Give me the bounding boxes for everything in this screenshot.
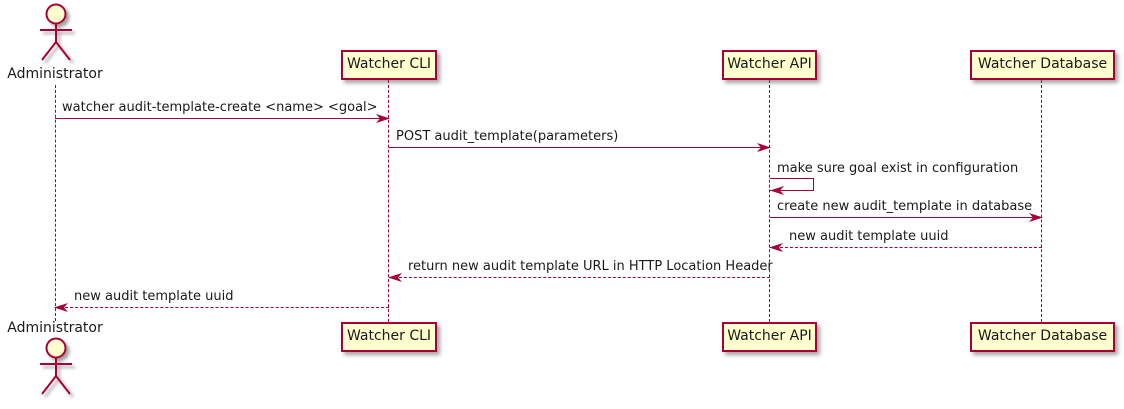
message-label: watcher audit-template-create <name> <go… — [62, 100, 378, 115]
message-label: create new audit_template in database — [777, 199, 1033, 214]
message-check-goal-self: make sure goal exist in configuration — [770, 161, 1018, 195]
message-label: make sure goal exist in configuration — [777, 161, 1019, 176]
participant-watcher-cli-bottom: Watcher CLI — [341, 322, 437, 352]
message-line — [389, 277, 770, 278]
participant-watcher-database-top: Watcher Database — [970, 50, 1115, 80]
participant-watcher-api-bottom: Watcher API — [722, 322, 817, 352]
message-line — [55, 307, 389, 308]
message-label: new audit template uuid — [789, 229, 949, 244]
message-line — [770, 217, 1042, 218]
arrowhead-right-icon — [376, 114, 390, 123]
participant-watcher-cli-top: Watcher CLI — [341, 50, 437, 80]
message-line — [389, 147, 770, 148]
arrowhead-right-icon — [1029, 213, 1043, 222]
lifeline-watcher-api — [769, 80, 770, 322]
actor-icon — [40, 337, 72, 395]
actor-label-bottom: Administrator — [7, 320, 103, 336]
arrowhead-left-icon — [770, 186, 784, 195]
arrowhead-right-icon — [757, 143, 771, 152]
actor-administrator-top — [34, 3, 78, 65]
actor-label-top: Administrator — [7, 66, 103, 82]
arrowhead-left-icon — [769, 243, 783, 252]
lifeline-administrator — [55, 85, 56, 321]
participant-watcher-api-top: Watcher API — [722, 50, 817, 80]
arrowhead-left-icon — [388, 273, 402, 282]
participant-watcher-database-bottom: Watcher Database — [970, 322, 1115, 352]
lifeline-watcher-database — [1041, 80, 1042, 322]
message-line — [55, 118, 389, 119]
message-label: new audit template uuid — [74, 289, 234, 304]
message-line — [770, 247, 1042, 248]
actor-icon — [40, 3, 72, 61]
actor-administrator-bottom — [34, 337, 78, 399]
lifeline-watcher-cli — [388, 80, 389, 322]
message-label: return new audit template URL in HTTP Lo… — [408, 259, 773, 274]
arrowhead-left-icon — [54, 303, 68, 312]
message-label: POST audit_template(parameters) — [396, 129, 619, 144]
